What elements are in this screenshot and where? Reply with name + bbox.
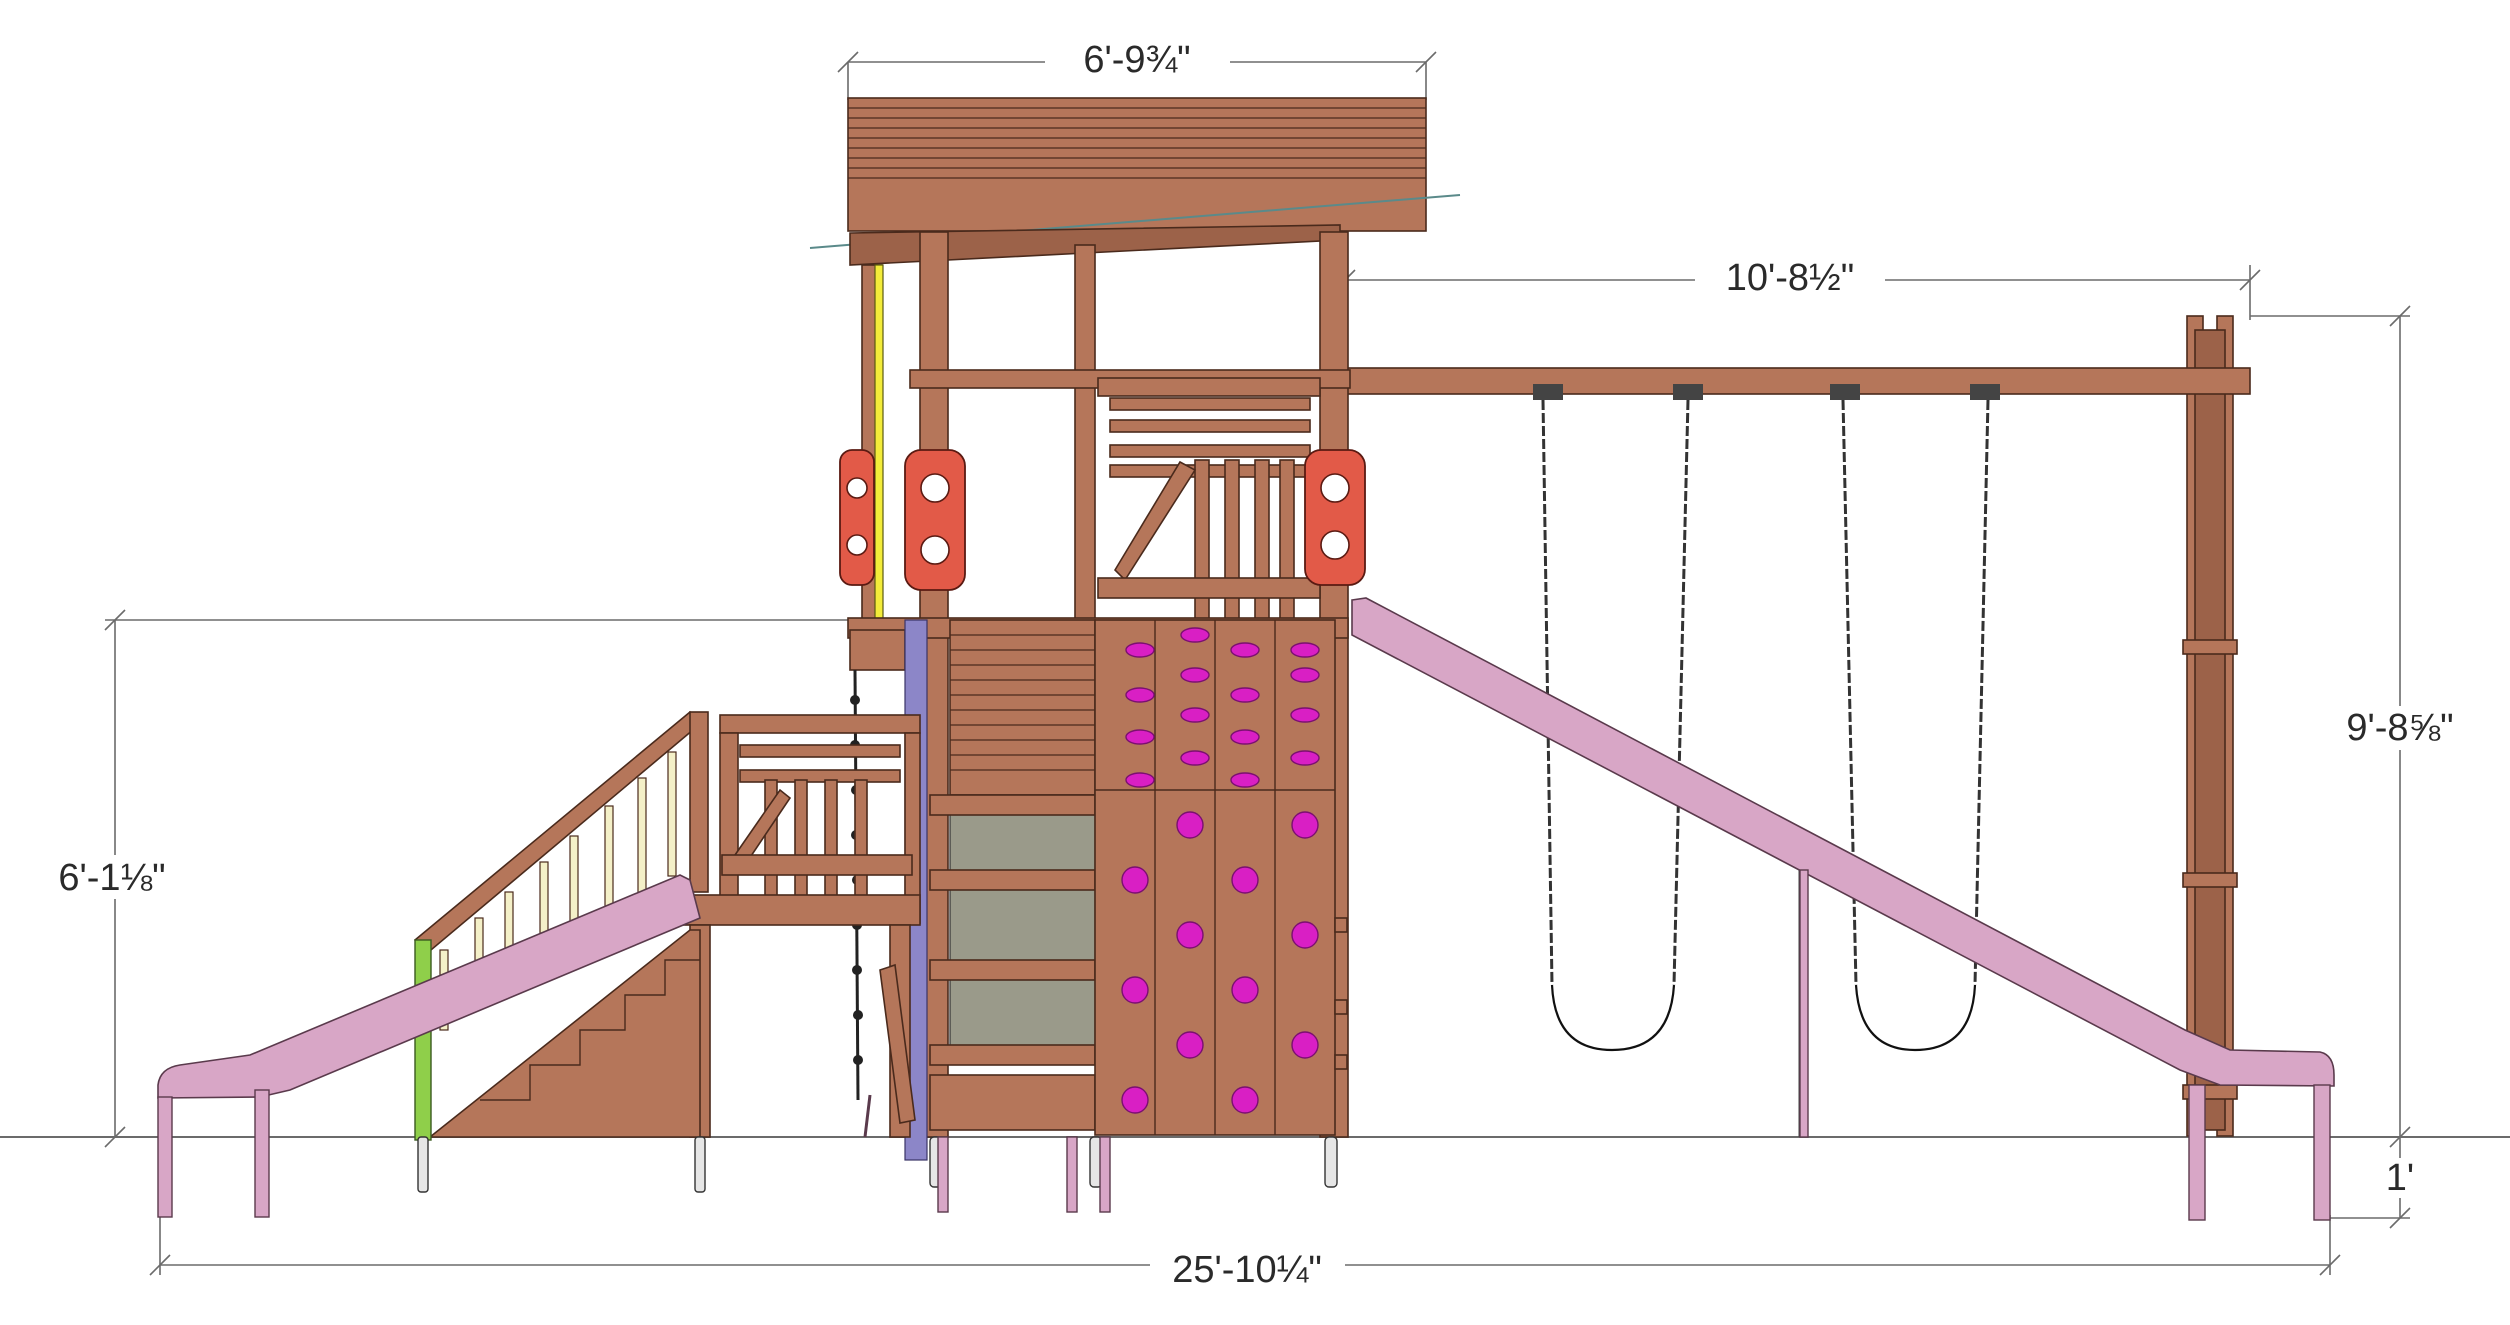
swing-set — [1344, 315, 2251, 1137]
canopy-roof — [847, 97, 1427, 232]
climbing-holds-small — [1125, 627, 1320, 788]
steering-panel-left — [839, 449, 875, 586]
swing-beam — [1344, 367, 2251, 395]
steering-panel-right — [1304, 449, 1366, 586]
swing-beam-length-label: 10'-8½" — [1726, 257, 1855, 299]
swing-1 — [1533, 384, 1690, 1052]
dimension-labels: 6'-9¾" 10'-8½" 6'-1⅛" 9'-8⅝" 1' 25'-10¼" — [40, 36, 2475, 1292]
ground-offset-label: 1' — [2386, 1157, 2414, 1199]
deck-height-label: 6'-1⅛" — [58, 857, 165, 899]
overall-length-label: 25'-10¼" — [1172, 1249, 1322, 1291]
swing-beam-height-label: 9'-8⅝" — [2346, 707, 2453, 749]
tower — [809, 97, 1461, 1213]
side-deck — [413, 710, 921, 1193]
access-plank — [863, 963, 916, 1138]
steering-panel-center — [904, 449, 966, 591]
right-slide — [1351, 597, 2335, 1221]
left-slide — [157, 874, 701, 1218]
swing-2 — [1830, 384, 2000, 1052]
swing-1-hanger-right — [1673, 384, 1703, 400]
climbing-holds-large — [1121, 811, 1319, 1114]
canopy-width-label: 6'-9¾" — [1083, 39, 1190, 81]
